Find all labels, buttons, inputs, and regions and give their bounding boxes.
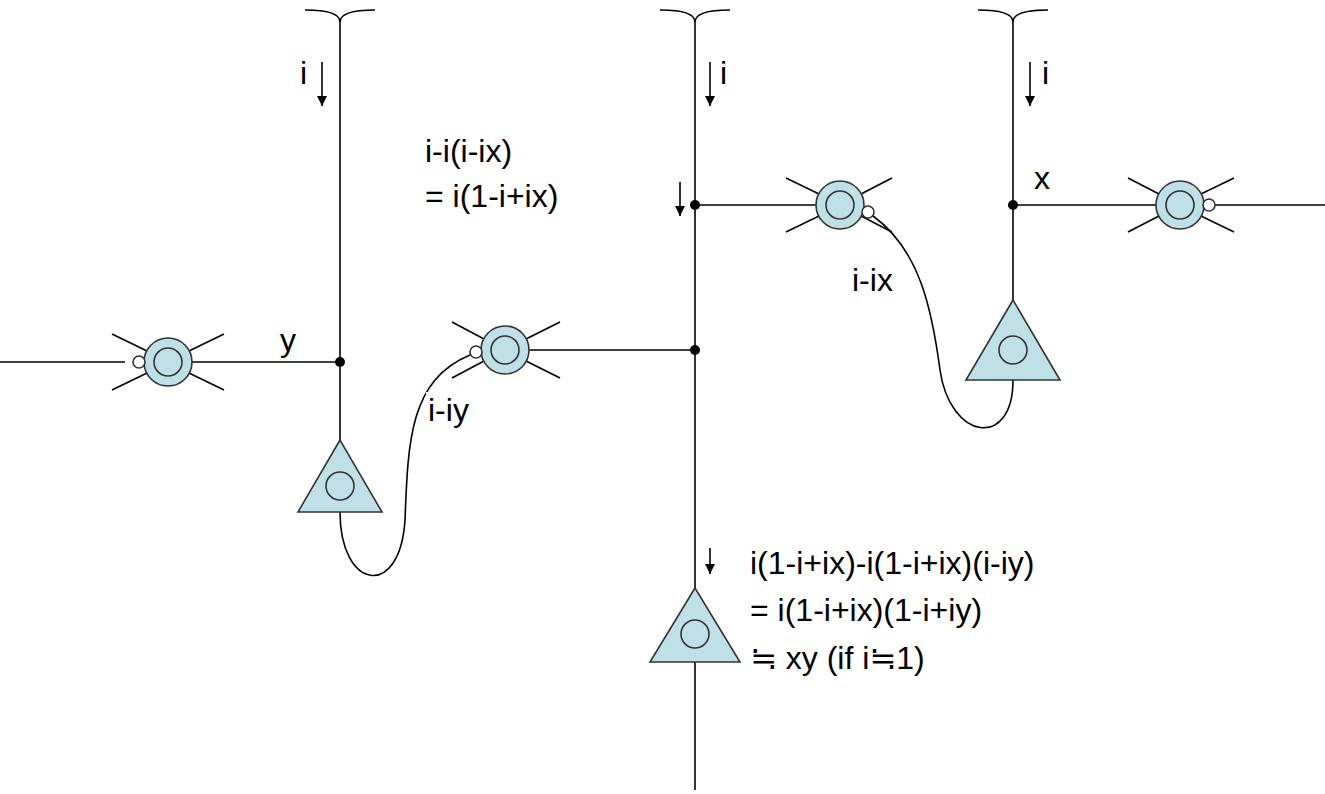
- synapse-dot: [690, 200, 700, 210]
- pyramidal-neuron: [650, 588, 740, 662]
- synapse-line: [1013, 204, 1156, 206]
- current-arrow: [709, 62, 711, 106]
- pyramidal-neuron: [298, 440, 382, 512]
- formula-label: ≒ xy (if i≒1): [748, 640, 927, 676]
- dendrite-line: [694, 20, 696, 588]
- inhibitory-synapse: [1203, 199, 1215, 211]
- synapse-dot: [690, 345, 700, 355]
- dendrite-line: [1012, 20, 1014, 300]
- formula-label: i-i(i-ix): [423, 133, 514, 169]
- interneuron: [1156, 181, 1204, 229]
- interneuron: [481, 326, 529, 374]
- current-arrow: [1029, 62, 1031, 106]
- current-arrow: [321, 62, 323, 106]
- formula-label: i: [298, 55, 309, 91]
- dendrite-line: [339, 20, 341, 440]
- pyramidal-neuron: [966, 300, 1060, 380]
- nucleus: [681, 620, 709, 648]
- nucleus: [491, 336, 519, 364]
- input-line: [0, 361, 125, 363]
- synapse-dot: [335, 357, 345, 367]
- inhibitory-synapse: [133, 356, 145, 368]
- input-line: [1215, 204, 1325, 206]
- formula-label: = i(1-i+ix): [423, 178, 560, 214]
- nucleus: [326, 472, 354, 500]
- inhibitory-synapse: [862, 206, 874, 218]
- axon-curve: [340, 355, 470, 575]
- formula-label: i: [1040, 55, 1051, 91]
- interneuron: [144, 338, 192, 386]
- axon-line: [694, 662, 696, 790]
- neuron-rays: [112, 178, 1234, 390]
- formula-label: i-iy: [426, 392, 471, 428]
- nucleus: [999, 336, 1027, 364]
- nucleus: [1166, 191, 1194, 219]
- synapse-line: [529, 349, 695, 351]
- synapse-dot: [1008, 200, 1018, 210]
- nucleus: [826, 191, 854, 219]
- formula-label: = i(1-i+ix)(1-i+iy): [748, 592, 984, 628]
- formula-label: y: [278, 322, 298, 358]
- formula-label: i(1-i+ix)-i(1-i+ix)(i-iy): [748, 545, 1036, 581]
- current-arrow: [679, 182, 681, 216]
- formula-label: i-ix: [850, 262, 895, 298]
- inhibitory-synapse: [470, 346, 482, 358]
- current-arrow: [709, 548, 711, 574]
- synapse-line: [192, 361, 340, 363]
- synapse-line: [695, 204, 816, 206]
- axon-curve: [873, 216, 1013, 428]
- nucleus: [154, 348, 182, 376]
- formula-label: i: [718, 55, 729, 91]
- formula-label: x: [1032, 160, 1052, 196]
- interneuron: [816, 181, 864, 229]
